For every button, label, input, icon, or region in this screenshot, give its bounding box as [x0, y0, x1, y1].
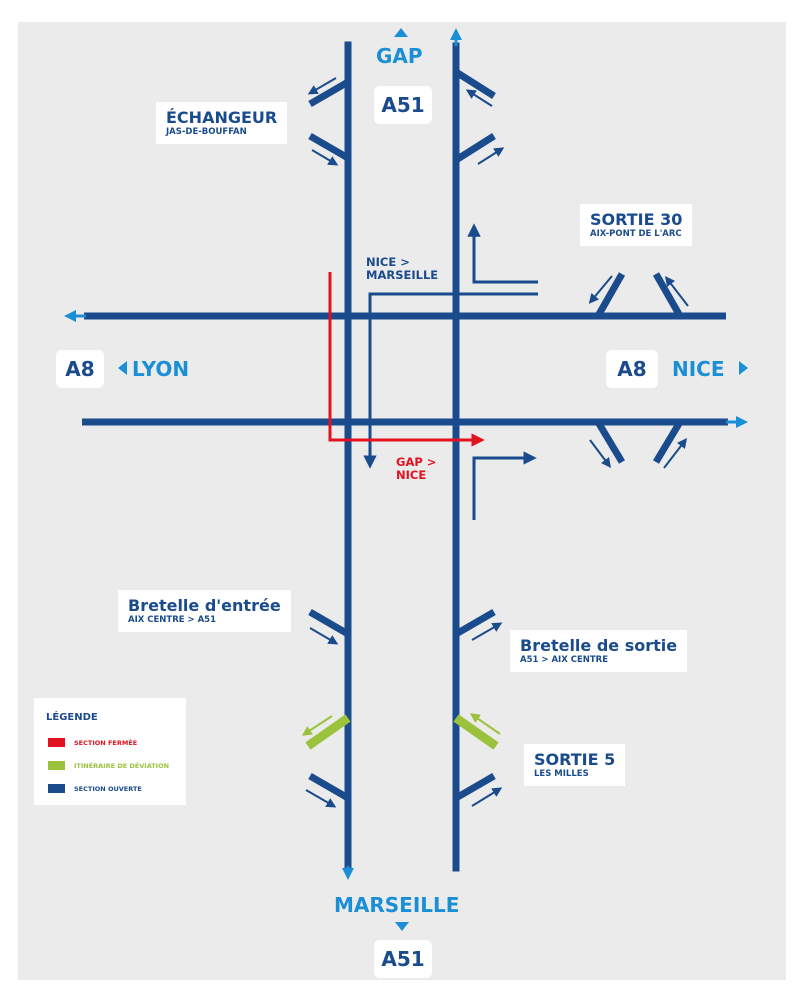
label-bretelle-entree: Bretelle d'entrée AIX CENTRE > A51 — [118, 590, 291, 632]
label-subtitle: AIX CENTRE > A51 — [128, 615, 217, 625]
legend-swatch — [48, 784, 65, 793]
ramp-arrow — [471, 622, 503, 641]
label-bretelle-sortie: Bretelle de sortie A51 > AIX CENTRE — [510, 630, 688, 672]
label-title: SORTIE 5 — [534, 750, 616, 769]
arrow-down-icon — [395, 922, 409, 931]
label-sortie30: SORTIE 30 AIX-PONT DE L'ARC — [580, 204, 693, 246]
ramp-arrow — [589, 439, 611, 468]
label-sortie5: SORTIE 5 LES MILLES — [524, 744, 626, 786]
city-north-label: GAP — [376, 44, 423, 68]
ramp-echangeur-entry — [454, 133, 496, 163]
ramp-sortie5-detour-right — [453, 714, 499, 750]
direction-gap-nice: GAP > NICE — [396, 456, 436, 482]
legend: LÉGENDE SECTION FERMÉE ITINÉRAIRE DE DÉV… — [34, 698, 186, 805]
label-subtitle: A51 > AIX CENTRE — [520, 655, 609, 665]
ramp-sortie5-exit-right — [454, 772, 496, 802]
label-title: Bretelle d'entrée — [128, 596, 281, 615]
label-title: SORTIE 30 — [590, 210, 683, 229]
direction-line: MARSEILLE — [366, 268, 439, 282]
label-title: Bretelle de sortie — [520, 636, 678, 655]
legend-title: LÉGENDE — [46, 712, 98, 723]
arrow-up-icon — [394, 28, 408, 37]
ramp-sortie30-b — [652, 272, 684, 318]
a8-right-badge: A8 — [606, 350, 658, 388]
ramp-sortie30-d — [652, 420, 684, 464]
ramp-arrow — [311, 149, 339, 166]
legend-item-label: SECTION FERMÉE — [74, 739, 138, 747]
ramp-arrow — [477, 147, 505, 165]
ramp-bretelle-sortie — [454, 608, 496, 638]
ramp-bretelle-entree — [308, 608, 350, 638]
a51-bottom-badge: A51 — [374, 940, 432, 978]
direction-nice-marseille: NICE > MARSEILLE — [366, 256, 438, 282]
ramp-arrow — [663, 438, 688, 469]
ramp-sortie5-entry-left — [308, 772, 350, 802]
ramp-sortie30-c — [594, 420, 626, 464]
arrow-right-icon — [739, 361, 748, 375]
city-east-label: NICE — [672, 357, 725, 381]
legend-item-label: SECTION OUVERTE — [74, 785, 142, 793]
ramp-echangeur-exit — [454, 69, 496, 99]
ramp-arrow — [465, 89, 493, 107]
legend-swatch — [48, 761, 65, 770]
ramp-sortie30-a — [594, 272, 626, 318]
legend-item-label: ITINÉRAIRE DE DÉVIATION — [74, 762, 170, 770]
ramp-echangeur-entry — [308, 132, 350, 162]
ramp-a8-to-a51-north — [467, 223, 538, 284]
label-subtitle: AIX-PONT DE L'ARC — [590, 229, 682, 239]
ramp-arrow — [309, 627, 339, 645]
ramp-arrow — [469, 713, 501, 735]
ramp-arrow — [471, 787, 503, 807]
a8-left-badge: A8 — [56, 350, 104, 388]
ramp-gap-to-nice-closed — [328, 272, 485, 447]
label-title: ÉCHANGEUR — [166, 108, 278, 127]
direction-line: NICE > — [366, 255, 410, 269]
city-west-label: LYON — [132, 357, 190, 381]
ramp-arrow — [305, 789, 337, 808]
ramp-arrow — [307, 77, 337, 95]
ramp-arrow — [588, 275, 613, 304]
ramp-sortie5-detour-left — [305, 714, 351, 750]
label-echangeur: ÉCHANGEUR JAS-DE-BOUFFAN — [156, 102, 288, 144]
label-subtitle: JAS-DE-BOUFFAN — [166, 127, 247, 137]
ramp-arrow — [301, 715, 333, 736]
map-background — [18, 22, 786, 980]
a51-top-badge: A51 — [374, 86, 432, 124]
direction-line: NICE — [396, 468, 427, 482]
label-subtitle: LES MILLES — [534, 769, 589, 779]
ramp-nice-to-marseille — [363, 292, 538, 469]
ramp-a51-to-a8-east — [472, 451, 537, 520]
ramp-arrow — [664, 276, 689, 307]
legend-swatch — [48, 738, 65, 747]
city-south-label: MARSEILLE — [334, 893, 460, 917]
direction-line: GAP > — [396, 455, 437, 469]
ramp-echangeur-exit — [308, 78, 350, 108]
arrow-left-icon — [118, 361, 127, 375]
